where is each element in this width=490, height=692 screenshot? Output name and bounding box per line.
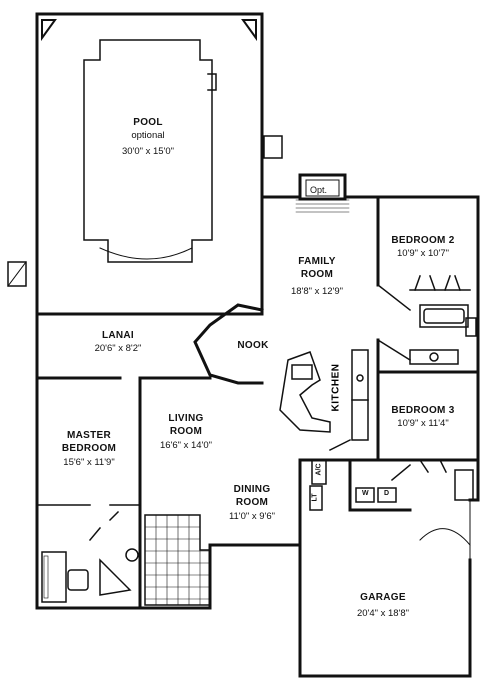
room-bedroom3: BEDROOM 3 10'9" x 11'4" [391, 405, 454, 429]
room-family: FAMILY ROOM 18'8" x 12'9" [291, 256, 343, 298]
room-name: LANAI [101, 330, 135, 341]
pool-outline [83, 39, 213, 263]
washer-label: W [362, 490, 369, 497]
room-name: MASTER [66, 430, 112, 441]
master-bath [36, 504, 141, 603]
room-name-2: ROOM [235, 496, 269, 508]
ac-label: A/C [315, 463, 323, 476]
pool-enclosure [35, 12, 264, 316]
room-name: NOOK [237, 340, 269, 351]
room-name: POOL [133, 117, 163, 128]
laundry-room [309, 459, 397, 511]
room-note: optional [131, 129, 165, 141]
room-name: BEDROOM 3 [391, 405, 455, 416]
room-name: BEDROOM 2 [391, 235, 455, 246]
dryer-label: D [384, 490, 390, 497]
room-dims: 15'6" x 11'9" [63, 457, 115, 468]
room-name: DINING [233, 484, 271, 495]
room-name: LIVING [168, 413, 204, 424]
room-master: MASTER BEDROOM 15'6" x 11'9" [62, 430, 116, 469]
room-name-2: ROOM [300, 268, 334, 280]
room-pool: POOL optional 30'0" x 15'0" [122, 117, 174, 158]
bedroom2-closet [376, 275, 477, 365]
room-dims: 11'0" x 9'6" [228, 511, 276, 522]
lt-label: LT [311, 493, 319, 502]
room-living: LIVING ROOM 16'6" x 14'0" [160, 413, 212, 452]
room-dims: 10'9" x 10'7" [396, 247, 450, 259]
entry-tile [144, 514, 211, 606]
fireplace [295, 173, 350, 213]
room-name-2: ROOM [169, 425, 203, 437]
room-name: FAMILY [298, 256, 336, 267]
room-lanai: LANAI 20'6" x 8'2" [95, 330, 142, 354]
room-dims: 30'0" x 15'0" [121, 146, 175, 158]
room-dims: 20'4" x 18'8" [356, 607, 410, 619]
room-dims: 18'8" x 12'9" [290, 286, 344, 297]
fireplace-label: Opt. [310, 185, 328, 195]
room-kitchen: KITCHEN [330, 363, 342, 412]
room-name: GARAGE [360, 592, 406, 603]
room-garage: GARAGE 20'4" x 18'8" [357, 592, 409, 619]
room-dims: 10'9" x 11'4" [397, 417, 449, 429]
kitchen-counters [279, 349, 369, 441]
pool-steps [99, 247, 193, 260]
room-name-2: BEDROOM [61, 442, 117, 454]
room-dims: 20'6" x 8'2" [94, 342, 142, 354]
room-bedroom2: BEDROOM 2 10'9" x 10'7" [391, 235, 454, 259]
room-dining: DINING ROOM 11'0" x 9'6" [229, 484, 275, 523]
room-nook: NOOK [237, 340, 268, 353]
room-dims: 16'6" x 14'0" [159, 440, 213, 451]
